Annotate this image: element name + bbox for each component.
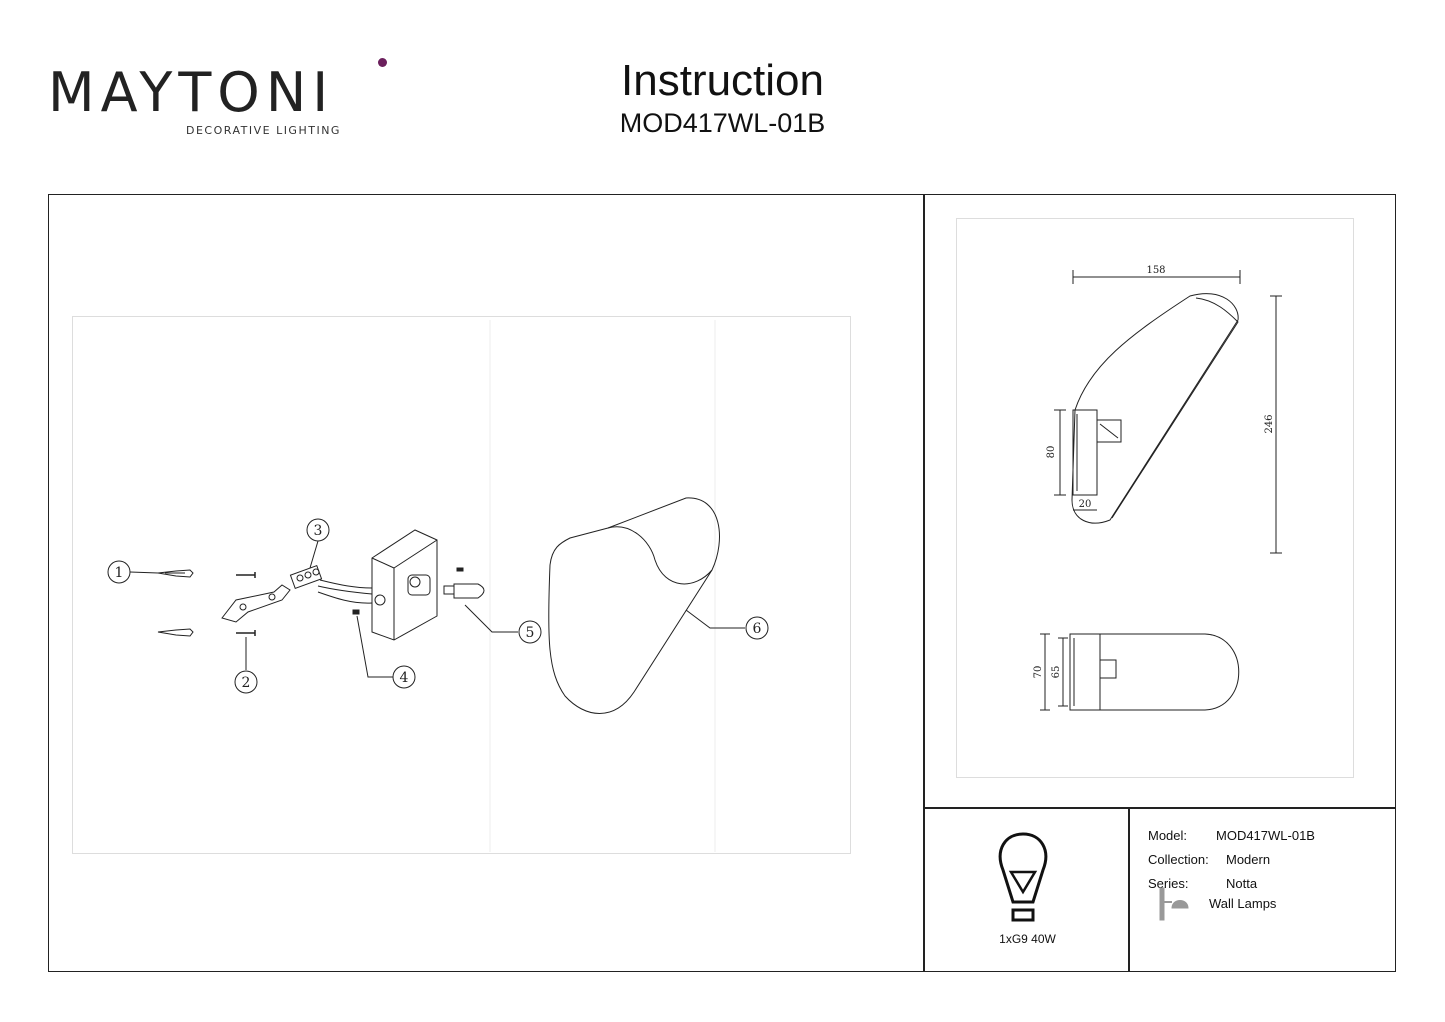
mounting-bracket	[221, 584, 291, 623]
model-heading: MOD417WL-01B	[619, 108, 826, 138]
series-value: Notta	[1226, 876, 1258, 891]
logo-accent-dot	[378, 58, 387, 67]
dim-base-height: 80	[1046, 446, 1057, 459]
wall-plug-1	[157, 569, 194, 578]
g9-bulb	[443, 567, 485, 599]
dim-base-depth: 20	[1079, 499, 1092, 510]
top-view	[1069, 633, 1240, 711]
screw-2	[236, 630, 256, 636]
part-number-2: 2	[242, 675, 251, 691]
model-label: Model:	[1148, 828, 1188, 843]
dim-height: 246	[1264, 414, 1275, 433]
nut	[352, 609, 360, 615]
collection-value: Modern	[1226, 852, 1271, 867]
dim-width: 158	[1146, 265, 1165, 276]
light-bulb-icon	[998, 832, 1048, 922]
part-number-5: 5	[526, 625, 535, 641]
instruction-frame	[48, 194, 1396, 972]
category-value: Wall Lamps	[1209, 896, 1277, 911]
dim-depth-inner: 65	[1051, 666, 1062, 679]
wall-plug-2	[157, 628, 194, 637]
part-number-3: 3	[314, 523, 323, 539]
brand-logo: MAYTONI DECORATIVE LIGHTING	[48, 58, 387, 138]
dimension-panel	[956, 218, 1354, 778]
series-label: Series:	[1148, 876, 1189, 891]
part-number-1: 1	[115, 565, 124, 581]
collection-label: Collection:	[1148, 852, 1209, 867]
canopy-box	[371, 529, 438, 641]
brand-tagline: DECORATIVE LIGHTING	[186, 124, 341, 137]
assembly-panel	[72, 316, 851, 854]
page-title: Instruction	[621, 56, 824, 105]
spec-divider	[1128, 807, 1130, 972]
model-value: MOD417WL-01B	[1216, 828, 1315, 843]
terminal-block	[289, 564, 323, 590]
frame-divider-horizontal	[923, 807, 1396, 809]
brand-name: MAYTONI	[48, 61, 335, 124]
screw-1	[236, 572, 256, 578]
wall-lamp-icon	[1159, 887, 1189, 921]
part-number-4: 4	[400, 670, 409, 686]
part-number-6: 6	[753, 621, 762, 637]
lamp-shade	[548, 497, 720, 714]
lamp-power: 1xG9 40W	[999, 932, 1056, 946]
side-view	[1071, 293, 1239, 524]
dim-depth-outer: 70	[1033, 666, 1044, 679]
frame-divider-vertical	[923, 194, 925, 972]
